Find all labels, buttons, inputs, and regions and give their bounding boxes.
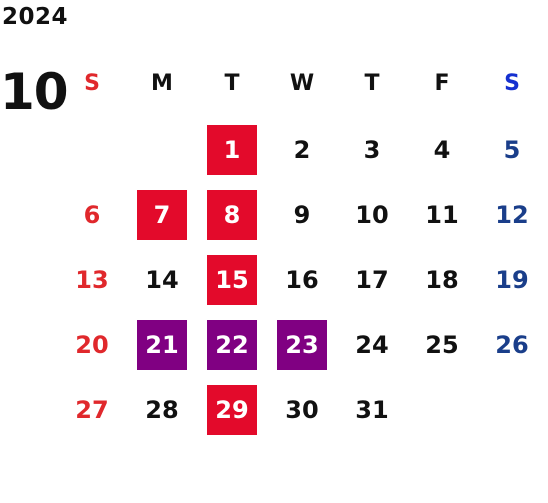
day-cell-24: 24 bbox=[355, 331, 389, 359]
calendar-year: 2024 bbox=[2, 4, 69, 30]
day-cell-2: 2 bbox=[293, 136, 311, 164]
day-cell-11: 11 bbox=[425, 201, 459, 229]
day-cell-4: 4 bbox=[433, 136, 451, 164]
weekday-header-saturday: S bbox=[504, 70, 520, 96]
day-cell-16: 16 bbox=[285, 266, 319, 294]
weekday-header-sunday: S bbox=[84, 70, 100, 96]
day-cell-28: 28 bbox=[145, 396, 179, 424]
day-cell-7: 7 bbox=[137, 190, 187, 240]
day-cell-1: 1 bbox=[207, 125, 257, 175]
day-cell-30: 30 bbox=[285, 396, 319, 424]
weekday-header-tuesday: T bbox=[224, 70, 240, 96]
day-cell-26: 26 bbox=[495, 331, 529, 359]
day-cell-22: 22 bbox=[207, 320, 257, 370]
day-cell-15: 15 bbox=[207, 255, 257, 305]
day-cell-13: 13 bbox=[75, 266, 109, 294]
calendar-month: 10 bbox=[0, 63, 69, 121]
day-cell-8: 8 bbox=[207, 190, 257, 240]
day-cell-29: 29 bbox=[207, 385, 257, 435]
day-cell-12: 12 bbox=[495, 201, 529, 229]
day-cell-18: 18 bbox=[425, 266, 459, 294]
day-cell-20: 20 bbox=[75, 331, 109, 359]
weekday-header-thursday: T bbox=[364, 70, 380, 96]
day-cell-3: 3 bbox=[363, 136, 381, 164]
day-cell-5: 5 bbox=[503, 136, 521, 164]
day-cell-31: 31 bbox=[355, 396, 389, 424]
weekday-header-monday: M bbox=[151, 70, 173, 96]
weekday-header-wednesday: W bbox=[289, 70, 315, 96]
day-cell-10: 10 bbox=[355, 201, 389, 229]
day-cell-21: 21 bbox=[137, 320, 187, 370]
day-cell-27: 27 bbox=[75, 396, 109, 424]
day-cell-14: 14 bbox=[145, 266, 179, 294]
day-cell-25: 25 bbox=[425, 331, 459, 359]
day-cell-9: 9 bbox=[293, 201, 311, 229]
day-cell-23: 23 bbox=[277, 320, 327, 370]
weekday-header-friday: F bbox=[434, 70, 450, 96]
day-cell-19: 19 bbox=[495, 266, 529, 294]
day-cell-6: 6 bbox=[83, 201, 101, 229]
day-cell-17: 17 bbox=[355, 266, 389, 294]
